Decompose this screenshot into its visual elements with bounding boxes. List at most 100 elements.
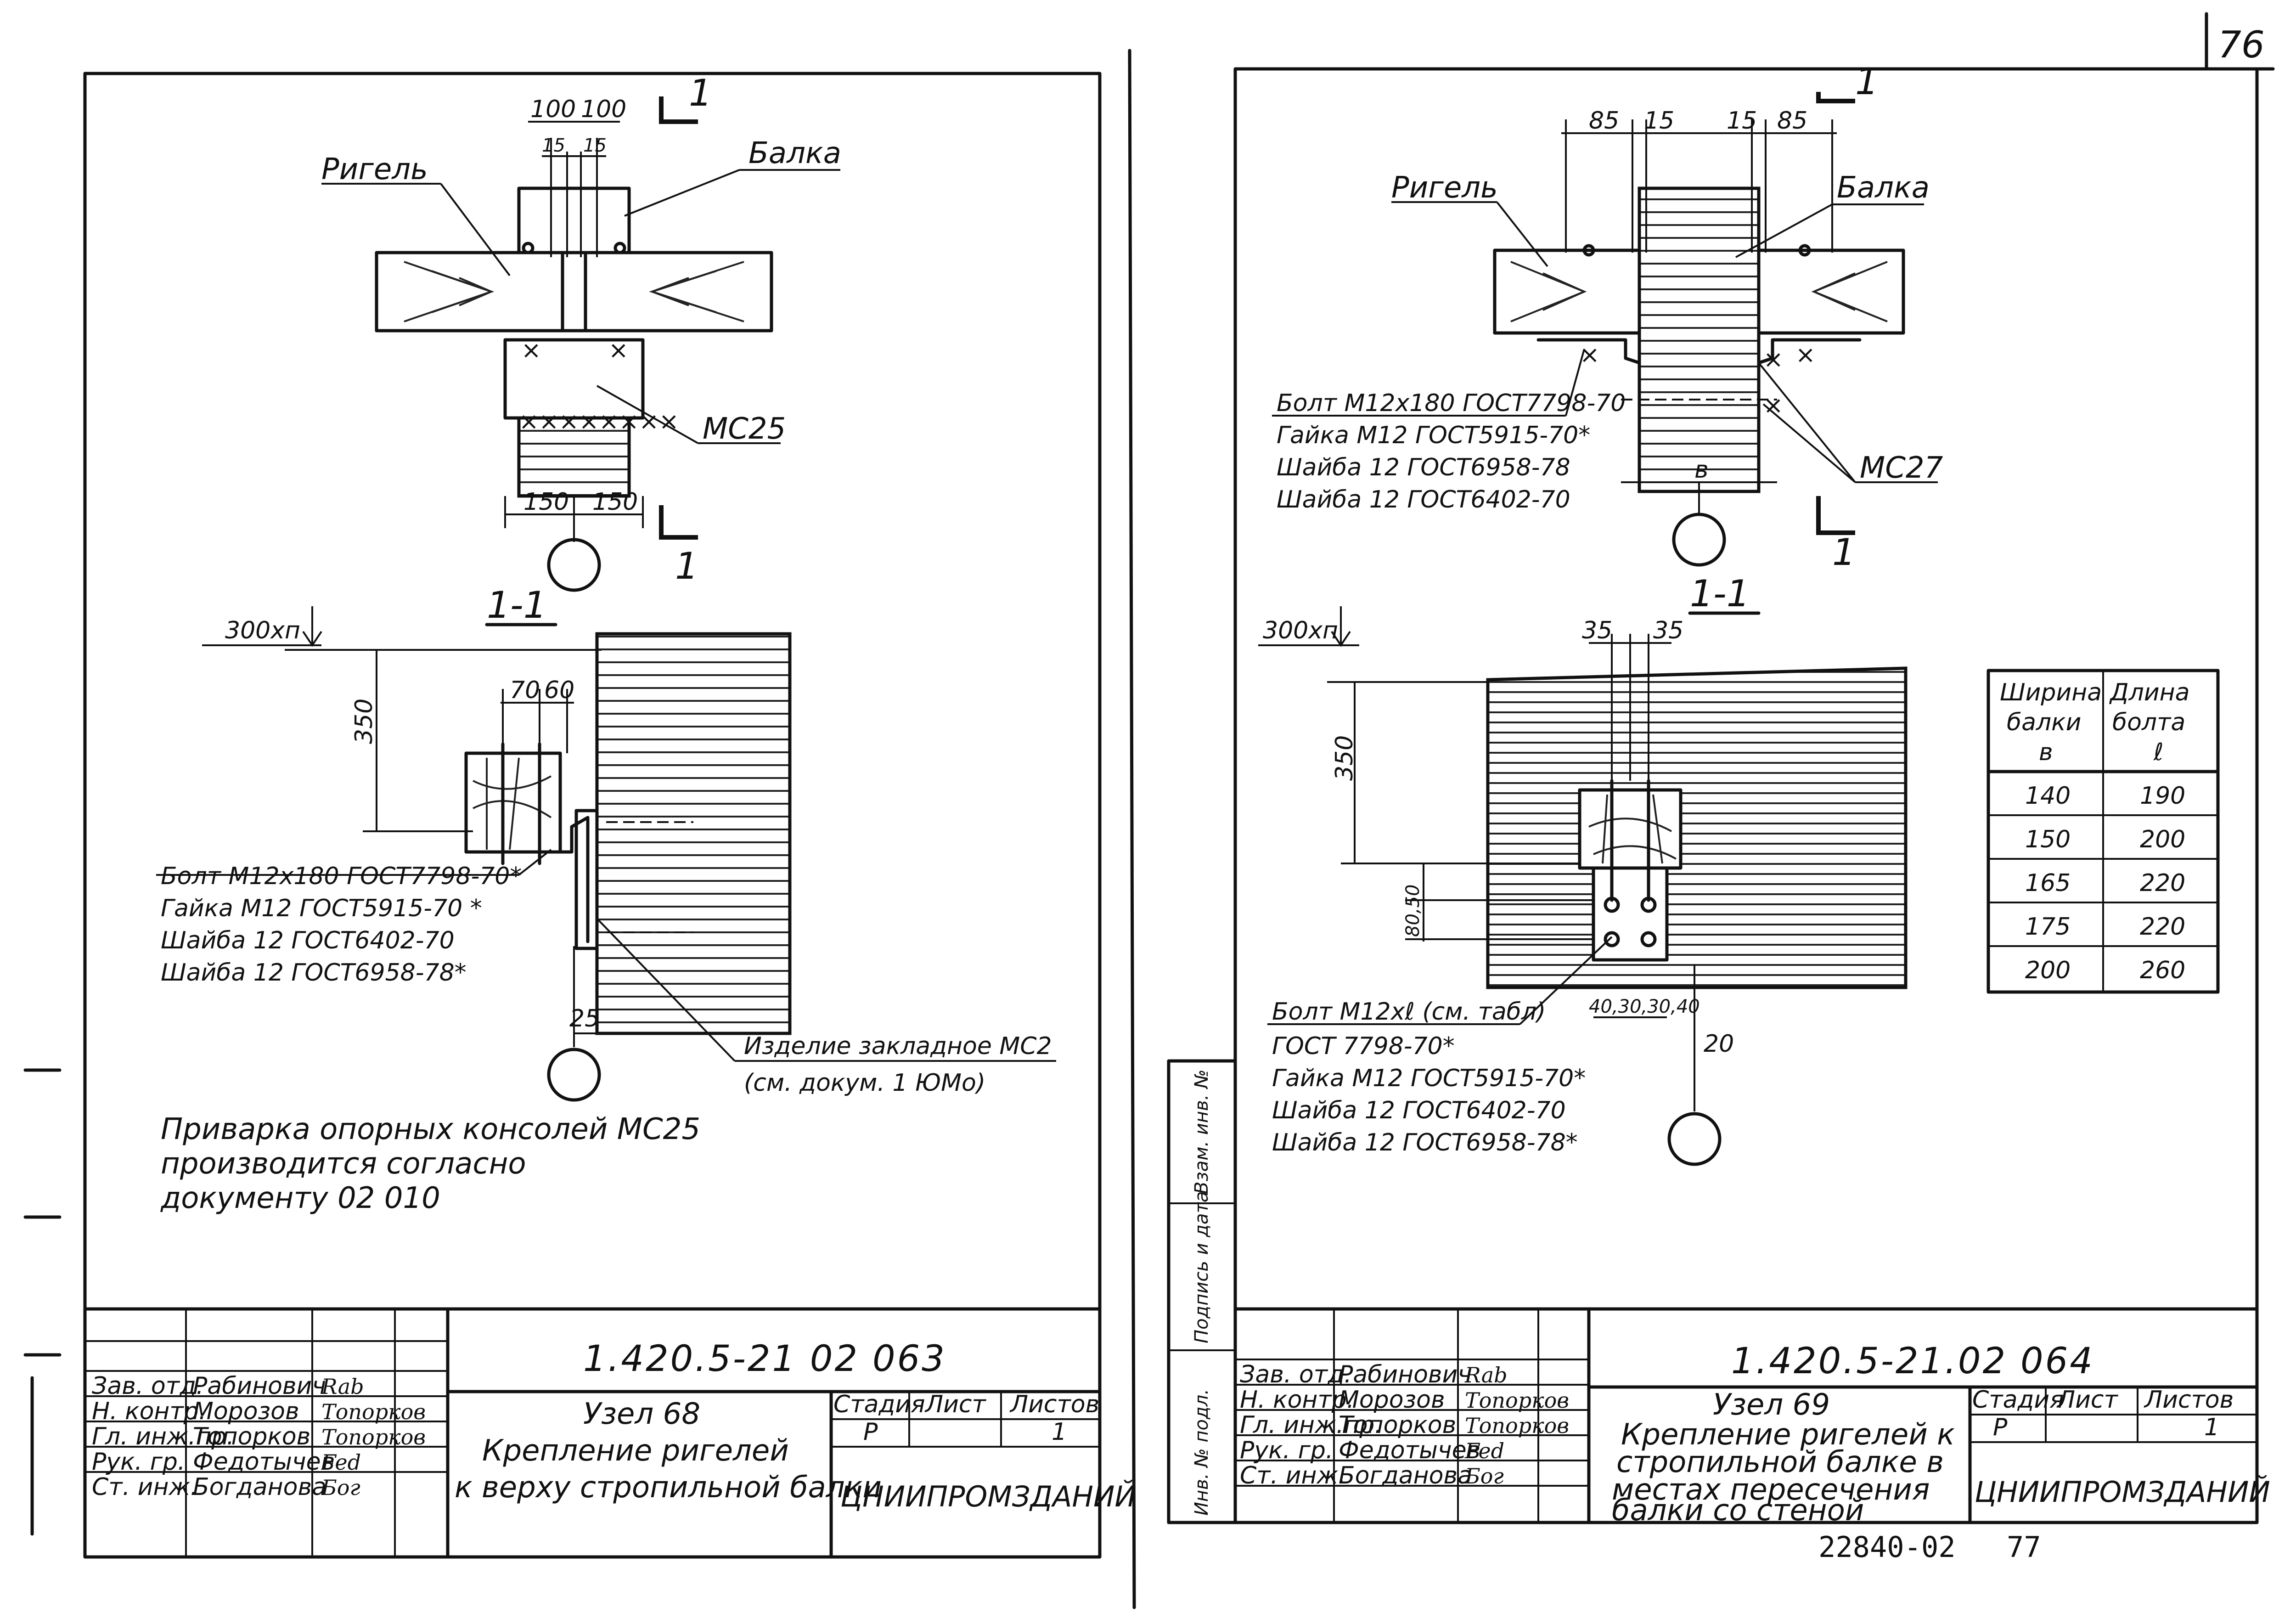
cut-mark-bottom: 1: [1832, 531, 1856, 574]
desc-line-2: к верху стропильной балки: [455, 1471, 882, 1505]
section-bolt-line-4: Шайба 12 ГОСТ6402-70: [1272, 1097, 1566, 1124]
role-4: Рук. гр.: [92, 1448, 185, 1476]
td-0-1: 190: [2140, 782, 2185, 810]
role-4: Рук. гр.: [1240, 1437, 1333, 1464]
td-0-0: 140: [2025, 782, 2071, 810]
right-plan-view: × × × × 85 15 15 85 в Ригель Балка: [1272, 60, 1943, 574]
sign-4: Fed: [1464, 1438, 1504, 1463]
section-bolt-line-5: Шайба 12 ГОСТ6958-78*: [1272, 1129, 1578, 1156]
label-rigel: Ригель: [1391, 171, 1498, 205]
rigel-section: [1578, 788, 1683, 870]
dim-150-a: 150: [523, 488, 569, 516]
page-number-box: 76: [2205, 12, 2275, 71]
note-line-2: производится согласно: [161, 1147, 526, 1181]
name-5: Богданова: [193, 1473, 326, 1501]
dim-150-b: 150: [592, 488, 638, 516]
td-4-1: 260: [2140, 957, 2185, 984]
plan-bolt-line-3: Шайба 12 ГОСТ6958-78: [1277, 454, 1570, 481]
left-note: Приварка опорных консолей МС25 производи…: [160, 1112, 700, 1215]
stamp-inv: Инв. № подл.: [1191, 1389, 1212, 1516]
org-name: ЦНИИПРОМЗДАНИЙ: [840, 1479, 1136, 1513]
bolt-line-1: Болт М12х180 ГОСТ7798-70*: [161, 863, 522, 890]
beam-top: [517, 186, 631, 254]
role-3: Гл. инж.пр.: [1240, 1411, 1382, 1439]
cut-mark-top: 1: [1855, 60, 1879, 103]
desc-line-2: стропильной балке в: [1616, 1445, 1944, 1479]
axis-bubble: [547, 538, 601, 592]
note-line-1: Приварка опорных консолей МС25: [161, 1112, 700, 1146]
label-mc27: МС27: [1860, 451, 1943, 485]
org-name: ЦНИИПРОМЗДАНИЙ: [1975, 1475, 2270, 1509]
svg-text:×: ×: [1763, 392, 1784, 419]
sheets-value: 1: [2204, 1414, 2219, 1441]
stage-value: Р: [1993, 1414, 2008, 1441]
note-line-3: документу 02 010: [160, 1181, 440, 1215]
sign-5: Бог: [321, 1475, 360, 1500]
right-sheet: Инв. № подл. Подпись и дата Взам. инв. №…: [1167, 60, 2270, 1564]
th-length-3: ℓ: [2153, 739, 2163, 766]
td-1-1: 200: [2140, 826, 2185, 853]
dim-100-a: 100: [530, 96, 576, 123]
sheets-value: 1: [1052, 1418, 1067, 1446]
bolt-line-2: Гайка М12 ГОСТ5915-70 *: [161, 895, 482, 922]
td-1-0: 150: [2025, 826, 2071, 853]
dim-350: 350: [1331, 735, 1358, 781]
left-sheet: × × ×××××××× 150 150 100 100 15 15 Ригел…: [83, 72, 1136, 1559]
section-bolt-line-3: Гайка М12 ГОСТ5915-70*: [1272, 1065, 1586, 1092]
th-length-2: болта: [2112, 709, 2185, 736]
sign-1: Rab: [321, 1374, 364, 1399]
cut-mark-bottom: 1: [675, 545, 698, 587]
console-plate: [1592, 866, 1669, 962]
col-sheet: Лист: [924, 1391, 986, 1418]
section-bolt-line-1: Болт М12хℓ (см. табл): [1272, 998, 1546, 1026]
dim-70: 70: [510, 677, 540, 704]
rigel-timber: [375, 251, 773, 333]
embedded-line-2: (см. докум. 1 ЮМо): [744, 1069, 985, 1097]
plan-bolt-line-2: Гайка М12 ГОСТ5915-70*: [1277, 422, 1590, 449]
name-4: Федотычев: [1339, 1437, 1480, 1464]
node-title: Узел 68: [583, 1397, 700, 1431]
right-section-view: 1-1 300хп 35 3: [1258, 572, 1908, 1166]
stamp-sign-date: Подпись и дата: [1191, 1191, 1212, 1343]
bolt-length-table: Ширина балки в Длина болта ℓ 140 190 150…: [1986, 669, 2220, 994]
col-stage: Стадия: [833, 1391, 925, 1418]
col-stage: Стадия: [1972, 1386, 2064, 1414]
sign-2: Топорков: [1465, 1388, 1569, 1413]
name-2: Морозов: [193, 1398, 299, 1425]
dim-40-30: 40,30,30,40: [1589, 996, 1700, 1017]
right-title-block: 1.420.5-21.02 064 Зав. отд. Рабинович Ra…: [1233, 1307, 2270, 1528]
td-2-0: 165: [2025, 869, 2071, 897]
cut-mark-top: 1: [689, 72, 712, 114]
left-section-view: 1-1 300хп 350: [156, 584, 1056, 1102]
beam-section: [595, 632, 792, 1035]
section-title: 1-1: [487, 584, 547, 626]
label-balka: Балка: [1837, 171, 1930, 205]
left-margin-marks: [23, 1068, 62, 1536]
dim-b: в: [1694, 456, 1709, 484]
sign-3: Топорков: [321, 1425, 426, 1449]
desc-line-1: Крепление ригелей: [482, 1434, 789, 1468]
name-1: Рабинович: [1339, 1361, 1472, 1388]
name-4: Федотычев: [193, 1448, 335, 1476]
fold-line: [1128, 49, 1136, 1609]
left-title-block: 1.420.5-21 02 063 Зав. отд. Рабинович Ra…: [83, 1307, 1136, 1559]
dim-15-b: 15: [583, 135, 607, 156]
col-sheets: Листов: [2144, 1386, 2234, 1414]
sign-3: Топорков: [1465, 1413, 1569, 1438]
stage-value: Р: [863, 1418, 878, 1446]
td-4-0: 200: [2025, 957, 2071, 984]
role-1: Зав. отд.: [1240, 1361, 1352, 1388]
dim-20: 20: [1704, 1030, 1734, 1058]
bottom-page-number: 77: [2007, 1530, 2041, 1564]
beam-lower: [517, 416, 631, 498]
node-title: Узел 69: [1713, 1388, 1830, 1422]
axis-bubble-section: [547, 1048, 601, 1102]
sign-5: Бог: [1464, 1464, 1504, 1489]
role-2: Н. контр.: [92, 1398, 206, 1425]
col-sheet: Лист: [2056, 1386, 2118, 1414]
desc-line-4: балки со стеной: [1612, 1494, 1864, 1528]
role-1: Зав. отд.: [92, 1372, 204, 1400]
role-5: Ст. инж.: [92, 1473, 198, 1501]
label-balka: Балка: [748, 136, 841, 170]
th-width-1: Ширина: [2000, 679, 2102, 706]
